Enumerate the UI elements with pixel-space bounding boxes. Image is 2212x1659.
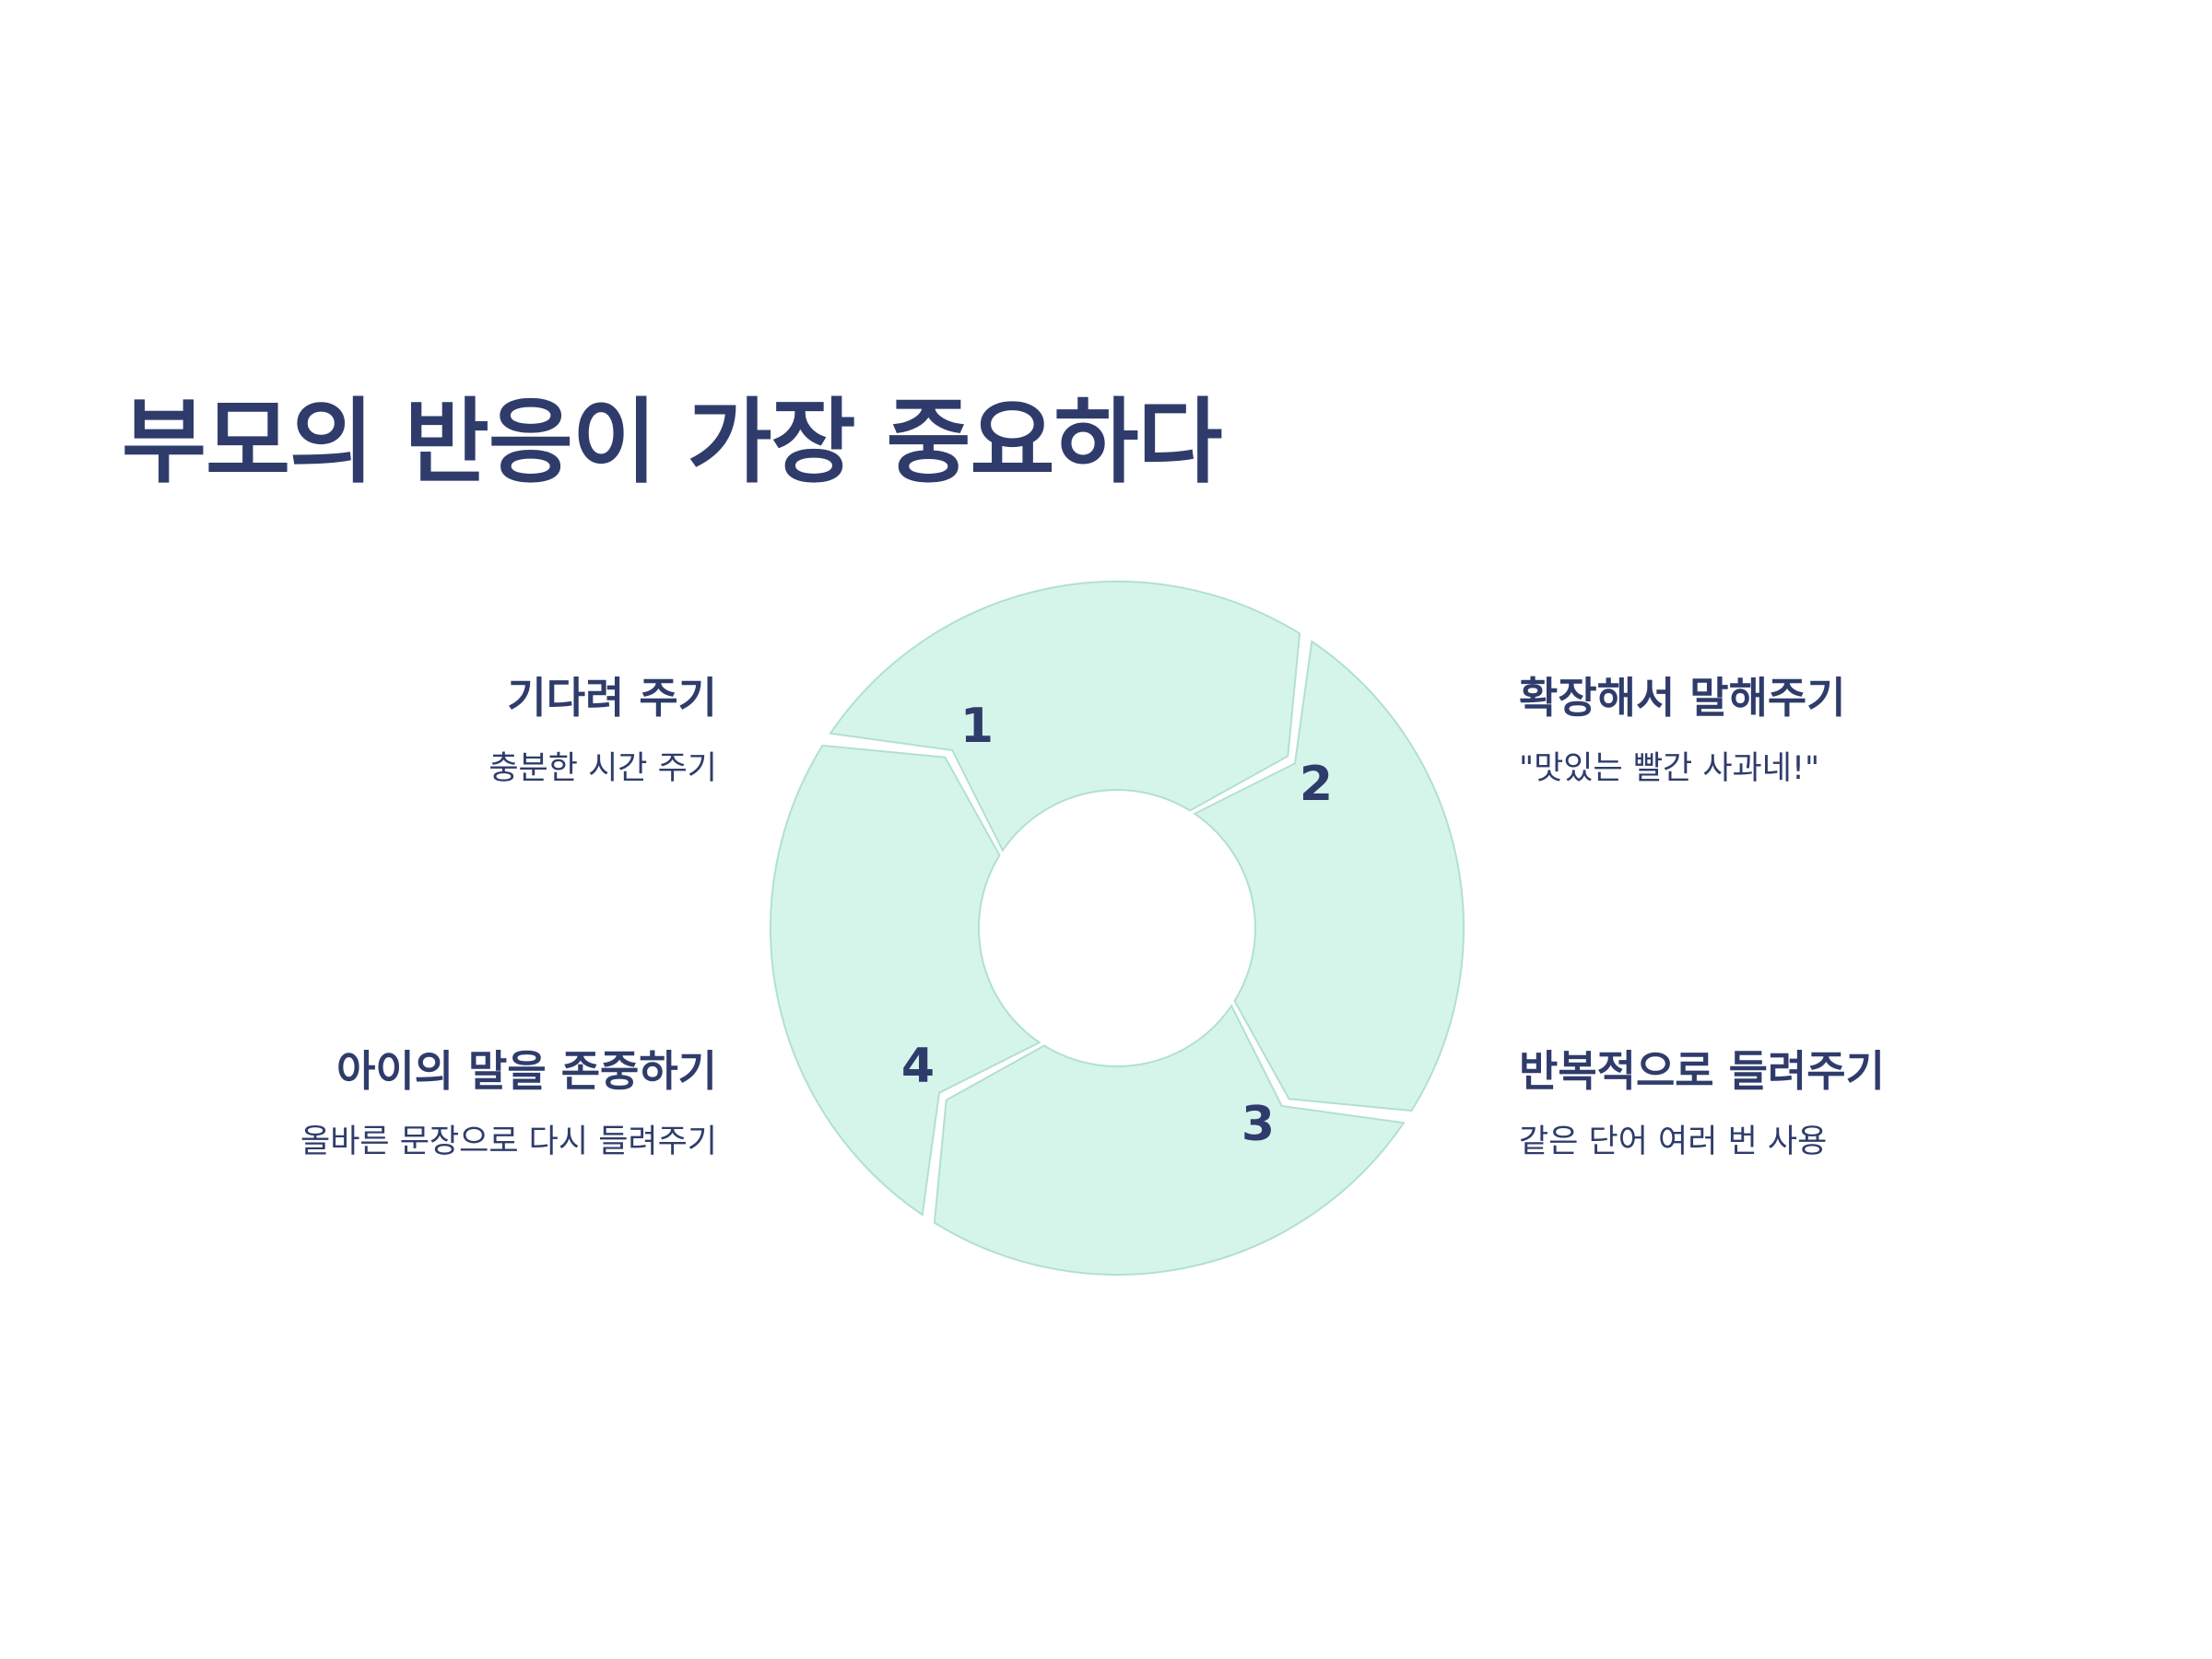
step-1-title: 기다려 주기	[507, 673, 717, 723]
step-1-text: 기다려 주기 충분한 시간 주기	[164, 673, 717, 788]
step-2-title: 확장해서 말해주기	[1519, 673, 1846, 723]
cycle-segment-4	[769, 744, 1041, 1217]
step-4-number: 4	[901, 1039, 935, 1094]
step-3-title: 반복적으로 들려주기	[1519, 1046, 1885, 1096]
step-4-text: 아이의 말을 존중하기 올바른 문장으로 다시 들려주기	[164, 1046, 717, 1161]
page-title: 부모의 반응이 가장 중요하다	[122, 388, 1222, 496]
cycle-segment-3	[933, 1004, 1406, 1277]
step-3-number: 3	[1241, 1097, 1275, 1152]
step-4-description: 올바른 문장으로 다시 들려주기	[300, 1124, 717, 1161]
cycle-segment-2	[1193, 640, 1465, 1112]
step-3-description: 같은 단어 여러 번 사용	[1519, 1124, 1828, 1161]
step-1-description: 충분한 시간 주기	[488, 750, 717, 788]
cycle-segment-1	[829, 580, 1301, 853]
step-1-number: 1	[960, 699, 994, 754]
step-2-description: "맛있는 빨간 사과네!"	[1519, 750, 1820, 788]
step-3-text: 반복적으로 들려주기 같은 단어 여러 번 사용	[1519, 1046, 2072, 1161]
step-4-title: 아이의 말을 존중하기	[336, 1046, 717, 1096]
step-2-text: 확장해서 말해주기 "맛있는 빨간 사과네!"	[1519, 673, 2072, 788]
step-2-number: 2	[1300, 757, 1333, 812]
